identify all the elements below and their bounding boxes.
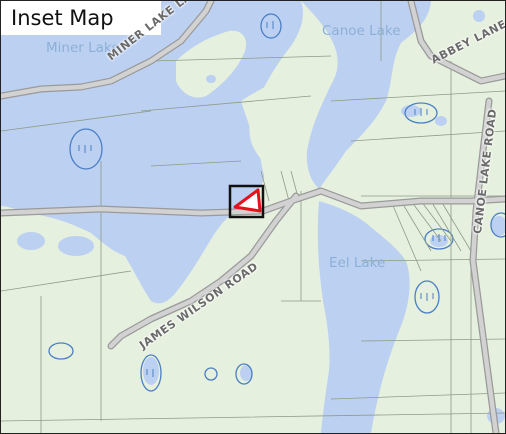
miner-lake-water xyxy=(1,38,137,120)
lake-label-eel: Eel Lake xyxy=(329,255,386,271)
map-title: Inset Map xyxy=(1,1,161,35)
lake-label-miner: Miner Lake xyxy=(46,40,120,56)
site-parcel-marker-icon[interactable] xyxy=(228,184,265,219)
canoe-lake-water xyxy=(301,1,431,189)
eel-lake-water xyxy=(317,201,410,433)
wetland-symbols xyxy=(48,13,505,392)
lake-label-canoe: Canoe Lake xyxy=(322,23,401,39)
